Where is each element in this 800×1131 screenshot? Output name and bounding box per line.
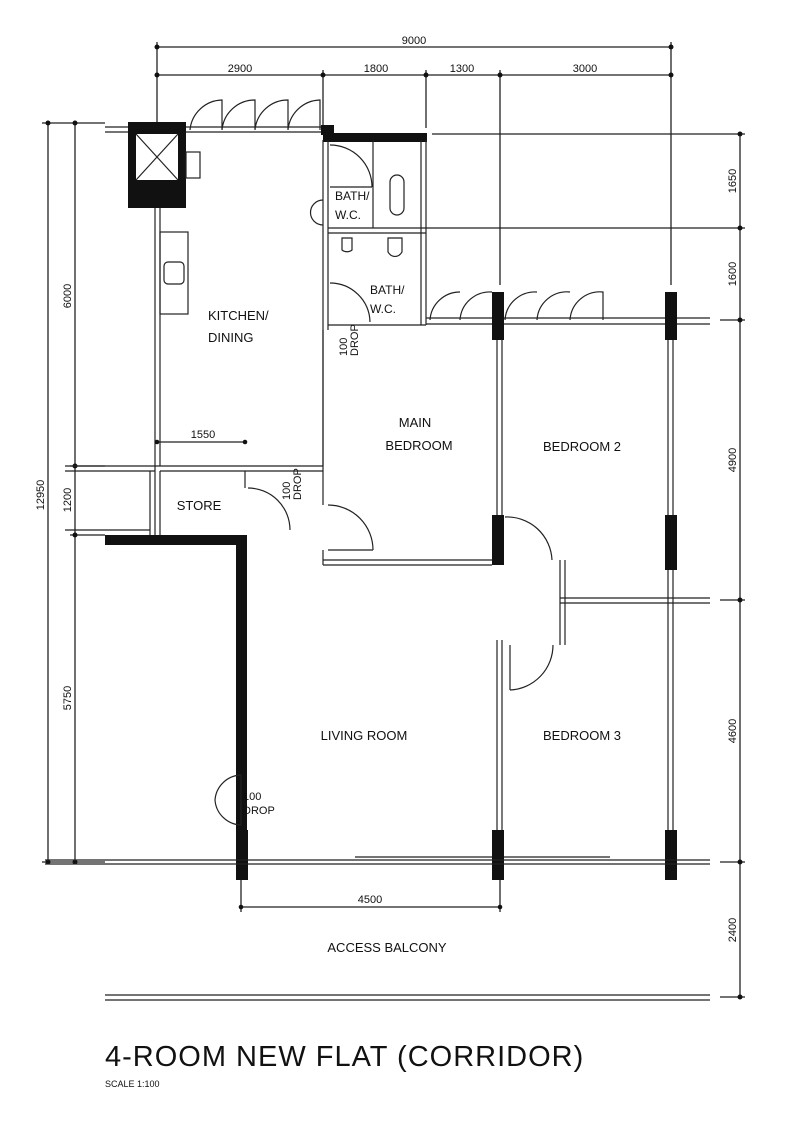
kitchen-sink	[159, 231, 189, 315]
drop-b-label: DROP	[292, 468, 304, 500]
label-bath-2: BATH/	[370, 283, 405, 297]
dim-1300: 1300	[450, 63, 474, 75]
dim-2900: 2900	[228, 63, 252, 75]
top-dimensions: 9000 2900 1800 1300 3000	[154, 35, 674, 285]
dim-1650: 1650	[727, 169, 739, 193]
label-bedroom-2: BEDROOM 2	[543, 439, 621, 454]
dim-4500: 4500	[358, 894, 382, 906]
bedroom-gate	[429, 291, 604, 321]
dim-9000: 9000	[402, 35, 426, 47]
right-dimensions: 1650 1600 4900 4600 2400	[426, 131, 745, 1000]
dim-4900: 4900	[727, 448, 739, 472]
drop-c-label: DROP	[243, 805, 275, 817]
kitchen-gate	[189, 99, 321, 131]
dim-1800: 1800	[364, 63, 388, 75]
label-store: STORE	[177, 498, 222, 513]
drop-a-value: 100	[338, 338, 350, 356]
left-dimensions: 12950 6000 1200 5750	[35, 120, 105, 865]
drop-a-label: DROP	[349, 324, 361, 356]
dim-6000: 6000	[62, 284, 74, 308]
dim-1600: 1600	[727, 262, 739, 286]
label-dining: DINING	[208, 330, 254, 345]
label-wc-1: W.C.	[335, 208, 361, 222]
dim-4600: 4600	[727, 719, 739, 743]
room-labels: KITCHEN/ DINING BATH/ W.C. BATH/ W.C. MA…	[177, 189, 621, 955]
label-main-bedroom: BEDROOM	[385, 438, 452, 453]
label-kitchen: KITCHEN/	[208, 308, 269, 323]
plan-scale: SCALE 1:100	[105, 1079, 160, 1089]
bathtub	[389, 174, 405, 216]
label-access-balcony: ACCESS BALCONY	[327, 940, 447, 955]
plan-title: 4-ROOM NEW FLAT (CORRIDOR)	[105, 1041, 584, 1073]
dim-2400: 2400	[727, 918, 739, 942]
drop-c-value: 100	[243, 791, 261, 803]
label-wc-2: W.C.	[370, 302, 396, 316]
dim-1550: 1550	[191, 429, 215, 441]
label-bedroom-3: BEDROOM 3	[543, 728, 621, 743]
dim-1200: 1200	[62, 488, 74, 512]
dim-3000: 3000	[573, 63, 597, 75]
label-bath-1: BATH/	[335, 189, 370, 203]
dim-5750: 5750	[62, 686, 74, 710]
label-main: MAIN	[399, 415, 432, 430]
main-door	[214, 774, 242, 826]
walls: 1550 4500	[45, 99, 710, 1001]
dim-12950: 12950	[35, 480, 47, 511]
label-living-room: LIVING ROOM	[321, 728, 408, 743]
drop-b-value: 100	[281, 482, 293, 500]
